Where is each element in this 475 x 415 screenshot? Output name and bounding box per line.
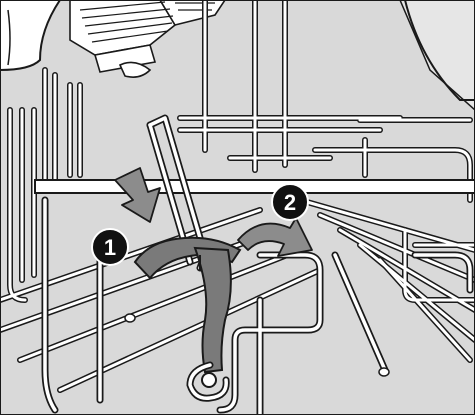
step-callout-2: 2 — [271, 183, 309, 221]
rack-wires-front — [41, 114, 474, 415]
curved-arrow-icon — [237, 217, 313, 257]
rack-main-rail — [34, 179, 475, 194]
down-arrow-icon — [114, 167, 161, 223]
step-number-1: 1 — [104, 235, 116, 260]
step-number-2: 2 — [284, 190, 296, 215]
rack-ring — [186, 361, 230, 402]
cutlery-tray — [0, 0, 226, 183]
step-callout-1: 1 — [91, 228, 129, 266]
spanner-tool-icon — [133, 236, 242, 374]
